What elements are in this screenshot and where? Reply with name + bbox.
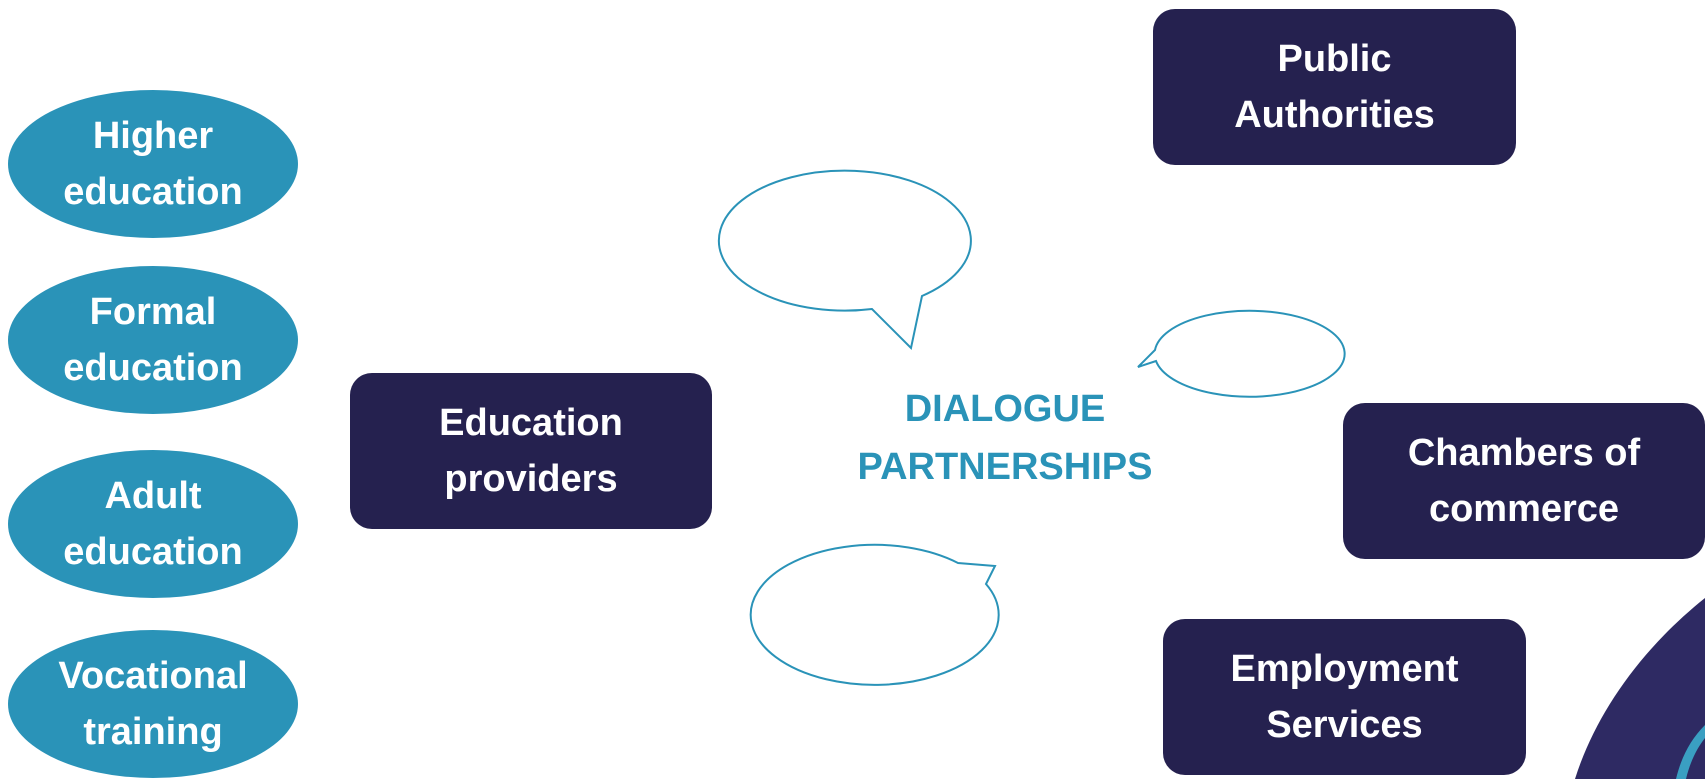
adult-education-line1: Adult [104,475,202,517]
emblem-teal-ring [1676,725,1705,779]
chambers-of-commerce-line1: Chambers of [1407,432,1641,474]
chambers-of-commerce-line2: commerce [1428,488,1620,530]
employment-services-line2: Services [1266,704,1423,746]
higher-education-ellipse: Higher education [8,90,298,238]
public-authorities-line1: Public [1277,38,1392,80]
public-authorities-line2: Authorities [1234,94,1435,136]
chambers-of-commerce-box: Chambers of commerce [1343,403,1705,559]
employment-services-line1: Employment [1230,648,1459,690]
speech-bubble-right [1137,309,1346,398]
employment-services-box: Employment Services [1163,619,1526,775]
education-providers-line1: Education [439,402,623,444]
formal-education-line1: Formal [89,291,217,333]
emblem-dark-segment [1575,598,1705,779]
formal-education-line2: education [63,347,243,389]
center-label-line1: DIALOGUE [904,388,1106,430]
adult-education-line2: education [63,531,243,573]
vocational-training-line1: Vocational [58,655,248,697]
vocational-training-ellipse: Vocational training [8,630,298,778]
higher-education-line2: education [63,171,243,213]
education-providers-box: Education providers [350,373,712,529]
dialogue-partnerships-label: DIALOGUE PARTNERSHIPS [820,380,1190,496]
formal-education-ellipse: Formal education [8,266,298,414]
speech-bubble-bottom-left [749,543,1000,686]
speech-bubble-top-left [717,169,972,351]
adult-education-ellipse: Adult education [8,450,298,598]
vocational-training-line2: training [83,711,223,753]
public-authorities-box: Public Authorities [1153,9,1516,165]
center-label-line2: PARTNERSHIPS [857,446,1153,488]
higher-education-line1: Higher [92,115,214,157]
education-providers-line2: providers [444,458,618,500]
